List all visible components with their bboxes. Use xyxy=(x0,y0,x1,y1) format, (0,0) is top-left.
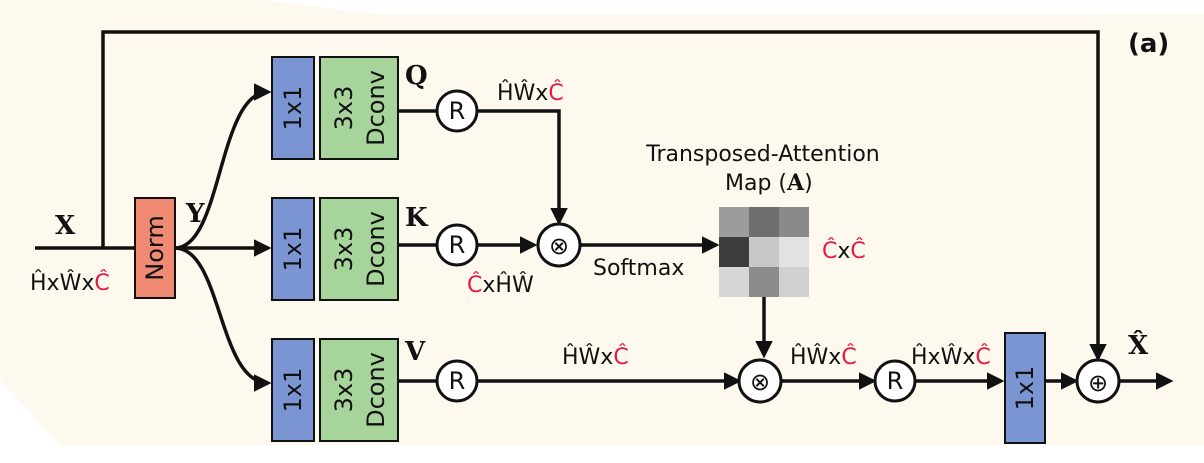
q-dconv-label-bottom: Dconv xyxy=(362,70,390,146)
q-conv1x1-block xyxy=(271,56,315,160)
k-label: K xyxy=(405,203,429,233)
y-label: Y xyxy=(185,199,205,229)
k-conv1x1-block xyxy=(271,197,315,301)
qk-multiply-symbol: ⊗ xyxy=(549,232,569,260)
attn-out-shape: ĤŴxĈ xyxy=(790,344,857,370)
x-label: X xyxy=(55,211,76,241)
q-to-multiply-arrow xyxy=(477,109,568,226)
k-dconv-label-top: 3x3 xyxy=(330,227,358,272)
fanout-to-v xyxy=(174,246,272,392)
attention-map xyxy=(719,207,809,297)
v-dconv-label-bottom: Dconv xyxy=(362,352,390,428)
q-dconv-block xyxy=(319,56,399,160)
reshaped-shape: ĤxŴxĈ xyxy=(911,344,991,370)
k-reshape-label: R xyxy=(449,231,466,259)
q-shape: ĤŴxĈ xyxy=(497,80,564,106)
attention-title-line2: Map (A) xyxy=(725,170,813,196)
v-conv1x1-label: 1x1 xyxy=(279,368,307,413)
v-dconv-label-top: 3x3 xyxy=(330,368,358,413)
skip-connection xyxy=(101,30,1107,362)
av-multiply-symbol: ⊗ xyxy=(750,368,770,396)
output-conv1x1-label: 1x1 xyxy=(1011,366,1039,411)
panel-label: (a) xyxy=(1128,29,1169,59)
input-shape: ĤxŴxĈ xyxy=(30,270,110,296)
softmax-label: Softmax xyxy=(593,256,684,281)
attention-title-line1: Transposed-Attention xyxy=(645,142,880,167)
norm-block xyxy=(134,197,176,299)
k-conv1x1-label: 1x1 xyxy=(279,227,307,272)
output-conv1x1-block xyxy=(1004,332,1046,444)
output-label: X̂ xyxy=(1128,330,1149,361)
norm-label: Norm xyxy=(141,215,169,280)
k-shape: ĈxĤŴ xyxy=(467,272,534,298)
v-dconv-block xyxy=(319,338,399,442)
v-shape: ĤŴxĈ xyxy=(562,344,629,370)
k-dconv-label-bottom: Dconv xyxy=(362,211,390,287)
q-dconv-label-top: 3x3 xyxy=(330,86,358,131)
v-reshape-label: R xyxy=(449,367,466,395)
q-conv1x1-label: 1x1 xyxy=(279,86,307,131)
k-dconv-block xyxy=(319,197,399,301)
output-reshape-label: R xyxy=(887,367,904,395)
v-label: V xyxy=(404,337,426,367)
q-label: Q xyxy=(405,61,428,91)
fanout-to-q xyxy=(174,83,272,250)
v-conv1x1-block xyxy=(271,338,315,442)
q-reshape-label: R xyxy=(449,97,466,125)
attention-shape: ĈxĈ xyxy=(822,238,866,264)
residual-add-symbol: ⊕ xyxy=(1088,369,1108,397)
